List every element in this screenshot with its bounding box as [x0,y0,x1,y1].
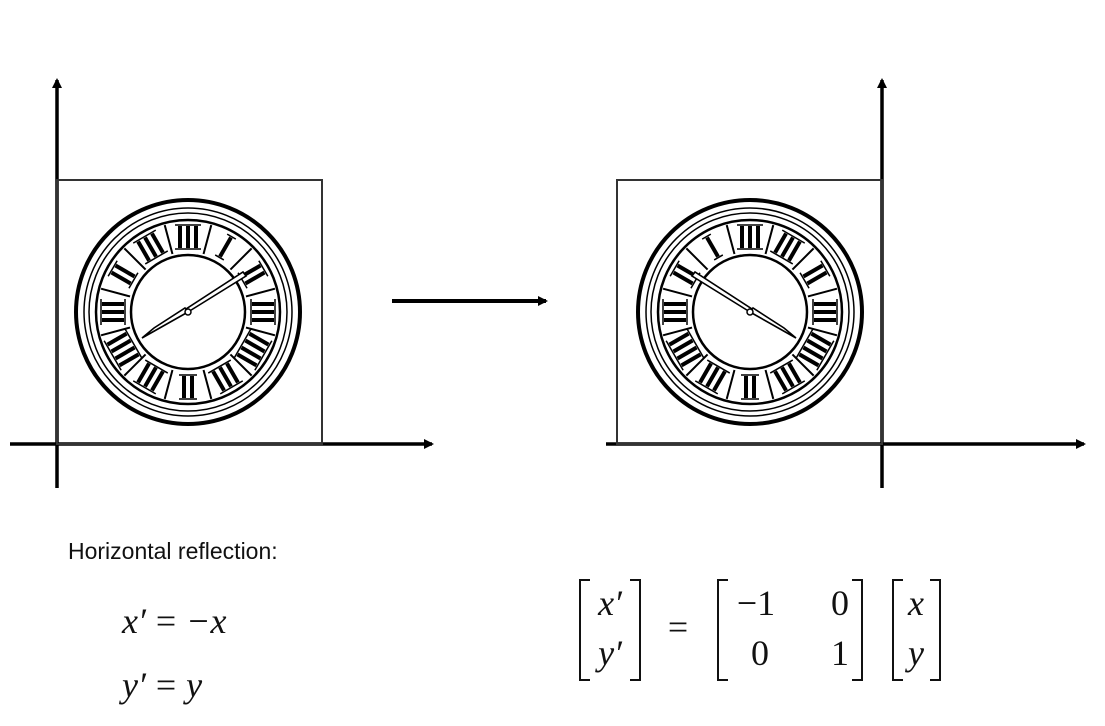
matrix-brackets [579,579,941,681]
clock-divider [245,287,276,298]
eq-y-lhs: y′ [122,665,146,705]
clock-ring [83,207,293,417]
matrix-equals: = [667,607,689,647]
original-panel [10,78,434,488]
clock-numeral [662,299,688,325]
clock-numeral [132,359,169,395]
clock-divider [202,369,213,400]
clock-divider [123,247,147,271]
eq-y-equals: = [155,665,177,705]
matrix-cell-2-1: 0 [751,633,769,673]
clock-divider [725,224,736,255]
clock-numeral [250,299,276,325]
eq-x-rhs: −x [186,601,227,641]
right-image-frame [616,179,883,445]
clock-center [746,308,754,316]
clock-divider [662,287,693,298]
clock-numeral [100,299,126,325]
clock-numeral [103,328,143,371]
clock-divider [791,247,815,271]
clock-numeral [737,224,763,250]
clock-ring [94,218,282,406]
lhs-vector-bottom: y′ [598,633,622,673]
clock-numeral [812,299,838,325]
clock-numeral [665,328,705,371]
clock-numeral [179,374,197,400]
clock-ring [656,218,844,406]
clock-numeral [741,374,759,400]
equation-y: y′=y [122,664,202,706]
clock-reflected [636,198,864,426]
clock-divider [685,247,709,271]
clock-divider [163,369,174,400]
clock-center [184,308,192,316]
matrix-cell-2-2: 1 [831,633,849,673]
clock-numeral [214,233,237,261]
clock-ring [88,212,288,412]
clock-divider [100,287,131,298]
clock-numeral [107,260,139,289]
clock-divider [807,287,838,298]
rhs-vector-top: x [908,583,924,623]
clock-numeral [799,260,831,289]
rhs-vector-bottom: y [908,633,924,673]
clock-numeral [233,328,273,371]
clock-numeral [701,233,724,261]
eq-x-lhs: x′ [122,601,146,641]
matrix-cell-1-2: 0 [831,583,849,623]
left-image-frame [56,179,323,445]
clock-numeral [694,359,731,395]
clock-divider [229,247,253,271]
matrix-cell-1-1: −1 [736,583,776,623]
clock-numeral [769,229,806,265]
eq-y-rhs: y [186,665,203,705]
lhs-vector-top: x′ [598,583,622,623]
clock-divider [764,224,775,255]
clock-divider [163,224,174,255]
reflected-panel [606,78,1086,488]
caption: Horizontal reflection: [68,538,278,564]
clock-divider [725,369,736,400]
clock-numeral [132,229,169,265]
clock-divider [764,369,775,400]
clock-numeral [207,359,244,395]
clock-numeral [795,328,835,371]
equation-x: x′=−x [122,600,226,642]
clock-numeral [769,359,806,395]
eq-x-equals: = [155,601,177,641]
clock-original [74,198,302,426]
clock-ring [650,212,850,412]
clock-numeral [175,224,201,250]
clock-ring [645,207,855,417]
clock-divider [202,224,213,255]
